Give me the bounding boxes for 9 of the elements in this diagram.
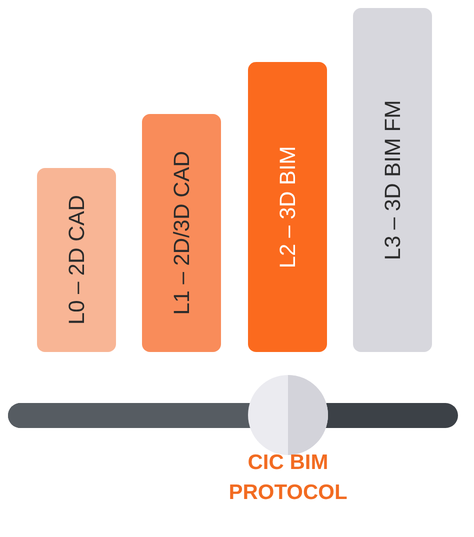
level-bar (248, 62, 327, 352)
level-label: L3 – 3D BIM FM (380, 100, 406, 260)
level-bar (37, 168, 116, 352)
level-label: L2 – 3D BIM (274, 146, 300, 268)
level-bar (142, 114, 221, 352)
level-label: L1 – 2D/3D CAD (168, 151, 194, 315)
level-label: L0 – 2D CAD (64, 195, 90, 325)
caption-text: CIC BIM PROTOCOL (228, 450, 348, 506)
level-bar (353, 8, 432, 352)
